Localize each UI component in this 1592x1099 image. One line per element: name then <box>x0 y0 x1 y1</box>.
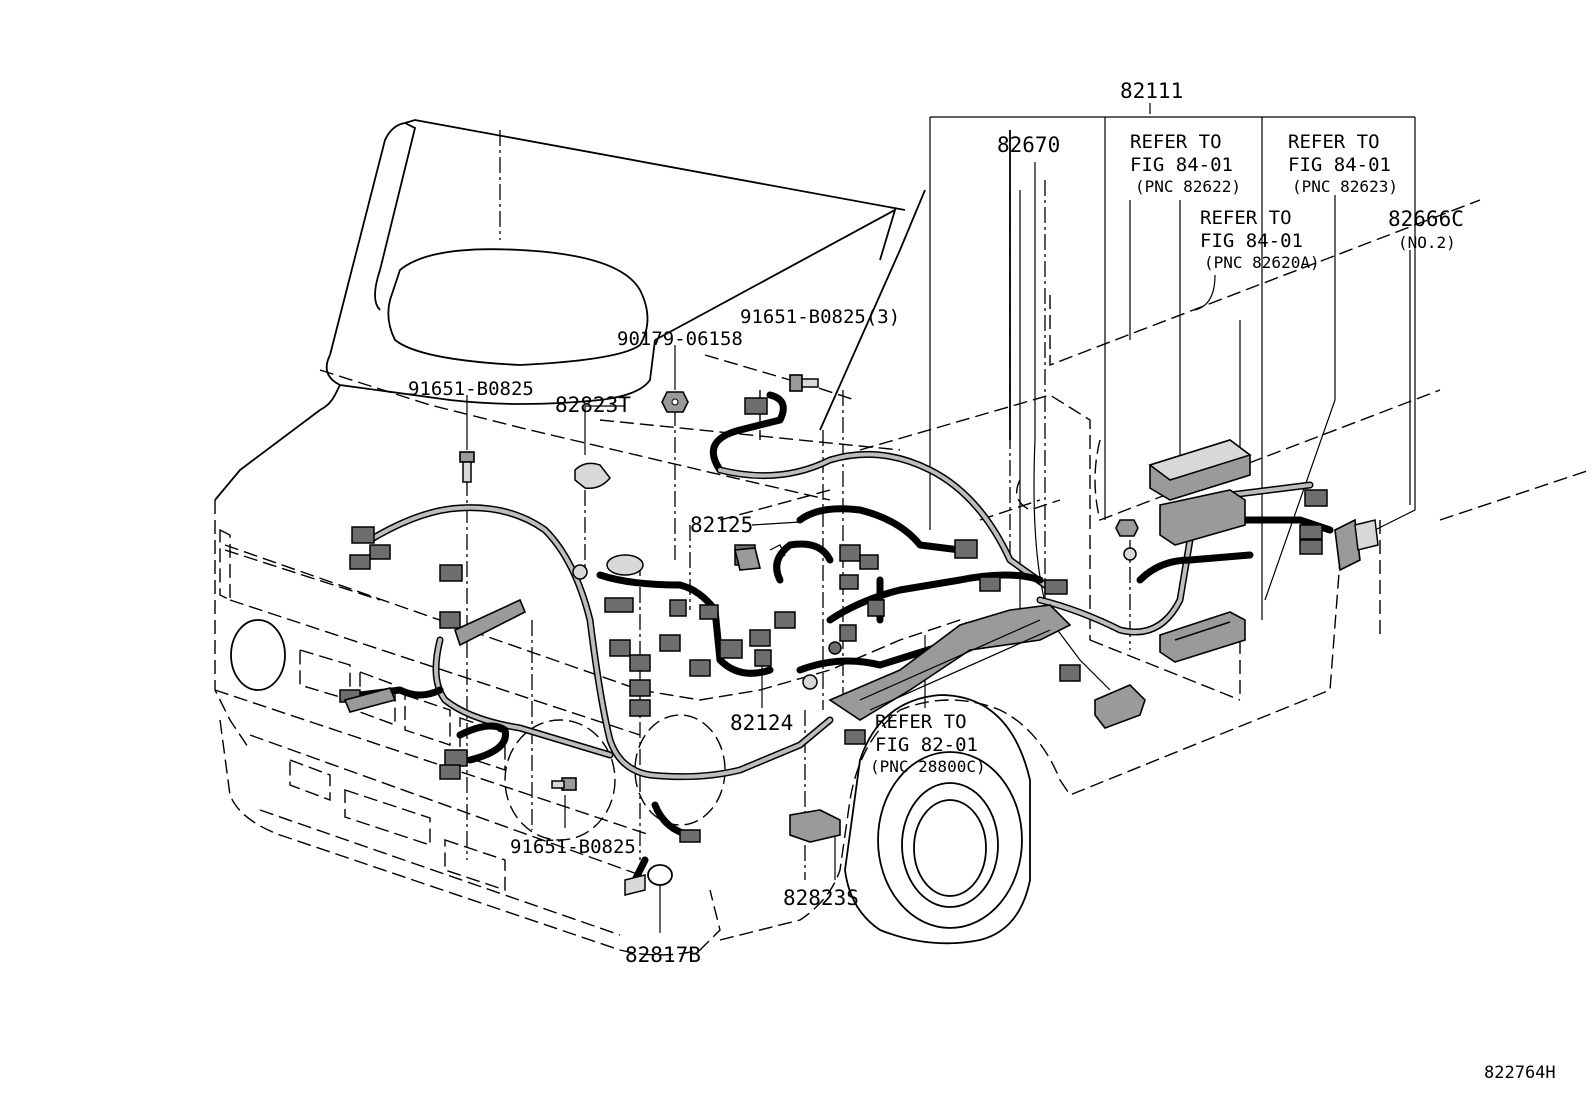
label-82670: 82670 <box>997 133 1060 157</box>
refer-84-01-a-line1: REFER TO <box>1130 131 1222 153</box>
label-82124: 82124 <box>730 711 793 735</box>
label-90179-06158: 90179-06158 <box>617 328 743 350</box>
refer-84-01-a-line2: FIG 84-01 <box>1130 154 1233 176</box>
label-91651-b0825-bottom: 91651-B0825 <box>510 836 636 858</box>
refer-82-01-line1: REFER TO <box>875 711 967 733</box>
refer-84-01-b-line1: REFER TO <box>1288 131 1380 153</box>
fasteners <box>459 374 1139 791</box>
refer-84-01-c-line2: FIG 84-01 <box>1200 230 1303 252</box>
callout-labels: 82111 82670 REFER TO FIG 84-01 (PNC 8262… <box>408 79 1464 967</box>
refer-84-01-b-line2: FIG 84-01 <box>1288 154 1391 176</box>
label-91651-b0825-top: 91651-B0825 <box>408 378 534 400</box>
refer-82-01-line3: (PNC 28800C) <box>870 757 986 776</box>
label-82817b: 82817B <box>625 943 701 967</box>
connectors <box>339 397 1328 843</box>
nut-right-icon <box>1115 519 1139 537</box>
main-harness-channel <box>828 604 1072 721</box>
label-91651-b0825-3: 91651-B0825(3) <box>740 306 900 328</box>
label-82823s: 82823S <box>783 886 859 910</box>
label-82111: 82111 <box>1120 79 1183 103</box>
label-82125: 82125 <box>690 513 753 537</box>
nut-90179-06158-icon <box>661 391 689 413</box>
refer-84-01-c-line3: (PNC 82620A) <box>1204 253 1320 272</box>
label-82666c-note: (NO.2) <box>1398 233 1456 252</box>
bolt-91651-b0825-bottom-icon <box>551 777 577 791</box>
components <box>343 439 1379 896</box>
refer-82-01-line2: FIG 82-01 <box>875 734 978 756</box>
vehicle-body-outline <box>214 119 1591 956</box>
refer-84-01-c-line1: REFER TO <box>1200 207 1292 229</box>
label-82823t: 82823T <box>555 393 631 417</box>
refer-84-01-a-line3: (PNC 82622) <box>1135 177 1241 196</box>
label-82666c: 82666C <box>1388 207 1464 231</box>
bolt-91651-b0825-top-icon <box>459 451 475 483</box>
bolt-91651-b0825-3-icon <box>789 374 819 392</box>
refer-84-01-b-line3: (PNC 82623) <box>1292 177 1398 196</box>
figure-code: 822764H <box>1484 1063 1556 1083</box>
